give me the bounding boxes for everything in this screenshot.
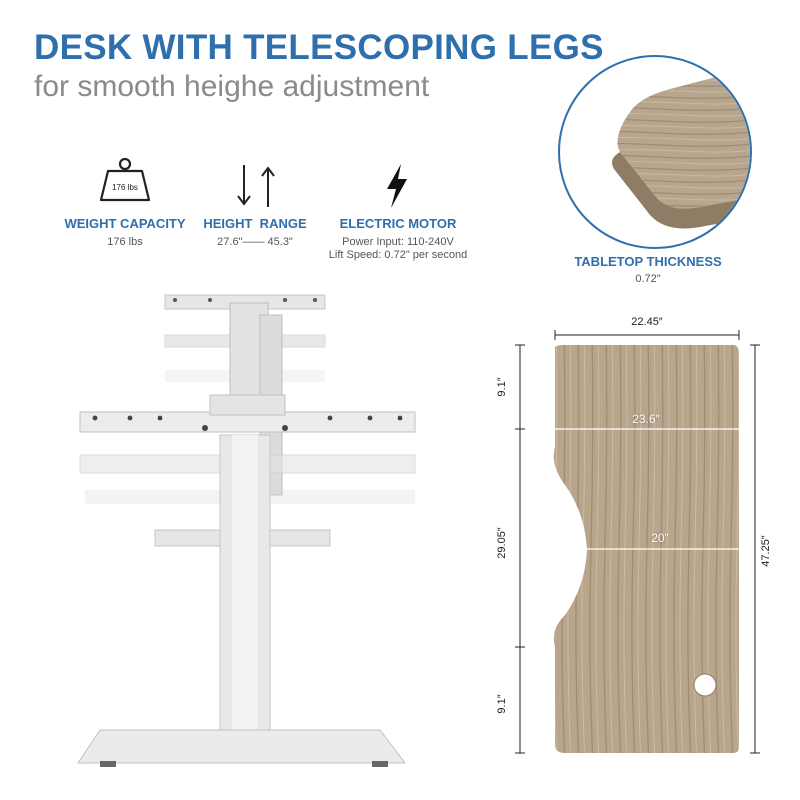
tabletop-thickness-value: 0.72" [635,273,661,285]
base-foot [77,729,407,764]
desk-frame-illustration [77,294,416,767]
electric-motor-feature: ELECTRIC MOTOR Power Input: 110-240V Lif… [318,155,478,265]
height-range-feature: HEIGHT RANGE 27.6"—— 45.3" [195,155,315,255]
height-range-label: HEIGHT RANGE [203,216,307,231]
power-input-value: Power Input: 110-240V [342,236,454,248]
dim-top-width: 22.45″ [631,316,663,328]
electric-motor-label: ELECTRIC MOTOR [339,216,457,231]
tabletop-thickness-label: TABLETOP THICKNESS [574,254,722,269]
dim-left-top: 9.1″ [496,377,508,397]
page-title: DESK WITH TELESCOPING LEGS [34,28,604,67]
tabletop-thickness-closeup [558,55,752,249]
weight-capacity-label: WEIGHT CAPACITY [64,216,186,231]
weight-capacity-value: 176 lbs [107,236,143,248]
dim-left-middle: 29.05″ [496,527,508,559]
dim-inner-width-bottom: 20″ [651,531,669,545]
weight-icon [99,157,151,202]
dim-right-total: 47.25″ [760,535,772,567]
tabletop-corner-image [612,68,750,229]
dim-left-bottom: 9.1″ [496,694,508,714]
height-range-value: 27.6"—— 45.3" [217,236,293,248]
lightning-icon [387,164,407,208]
lift-speed-value: Lift Speed: 0.72" per second [328,249,468,261]
weight-feature: 176 lbs WEIGHT CAPACITY 176 lbs [60,155,190,255]
tabletop-diagram [515,330,760,754]
cable-grommet [693,673,717,697]
dim-inner-width-top: 23.6″ [632,412,660,426]
height-arrows-icon [237,165,275,207]
weight-icon-label: 176 lbs [112,183,138,192]
page-subtitle: for smooth heighe adjustment [34,70,430,103]
